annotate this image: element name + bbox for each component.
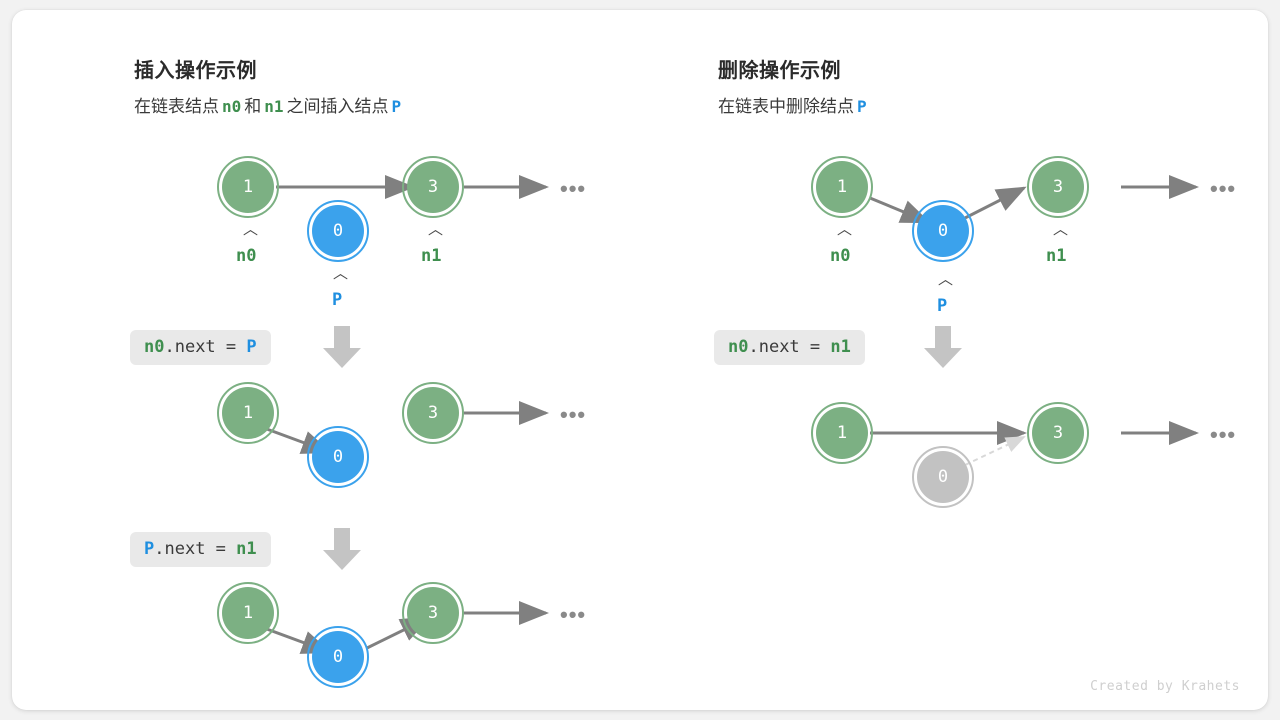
code-token-assign: .next = bbox=[748, 337, 831, 357]
caret-icon-n0: ︿ bbox=[837, 220, 853, 238]
subtitle-text-1: 在链表中删除结点 bbox=[718, 97, 854, 116]
node-value: 0 bbox=[937, 220, 949, 241]
code-chip-n0-next-n1: n0.next = n1 bbox=[714, 330, 865, 366]
code-token-p: P bbox=[144, 539, 155, 559]
code-token-n1: n1 bbox=[236, 539, 257, 559]
code-token-n1: n1 bbox=[830, 337, 851, 357]
delete-row-after: 1 0 3 ••• bbox=[706, 10, 1266, 710]
subtitle-text-3: 之间插入结点 bbox=[286, 97, 389, 116]
node-n0: 1 bbox=[217, 382, 279, 444]
node-value: 3 bbox=[427, 402, 439, 423]
caret-icon-p: ︿ bbox=[333, 264, 349, 282]
node-n1: 3 bbox=[402, 156, 464, 218]
node-p-deleted: 0 bbox=[912, 446, 974, 508]
ellipsis-more: ••• bbox=[560, 402, 587, 427]
insert-panel-title: 插入操作示例 bbox=[134, 60, 257, 82]
down-arrow-icon-3 bbox=[924, 326, 962, 368]
pointer-label-n1: n1 bbox=[1046, 246, 1067, 266]
node-p: 0 bbox=[307, 200, 369, 262]
node-value: 1 bbox=[836, 176, 848, 197]
subtitle-text-1: 在链表结点 bbox=[134, 97, 219, 116]
pointer-label-n1: n1 bbox=[421, 246, 442, 266]
delete-panel-title: 删除操作示例 bbox=[718, 60, 841, 82]
delete-row-initial: 1 ︿ n0 0 ︿ P 3 ︿ n1 ••• bbox=[706, 10, 1266, 710]
code-token-n0: n0 bbox=[144, 337, 165, 357]
subtitle-code-n0: n0 bbox=[222, 97, 242, 116]
credit-text: Created by Krahets bbox=[1090, 679, 1240, 694]
node-value: 3 bbox=[1052, 422, 1064, 443]
node-n1: 3 bbox=[1027, 402, 1089, 464]
node-value: 0 bbox=[332, 220, 344, 241]
pointer-label-n0: n0 bbox=[236, 246, 257, 266]
down-arrow-icon-1 bbox=[323, 326, 361, 368]
ellipsis-more: ••• bbox=[1210, 422, 1237, 447]
code-chip-n0-next-p: n0.next = P bbox=[130, 330, 271, 366]
subtitle-code-p: P bbox=[857, 97, 867, 116]
node-value: 0 bbox=[332, 646, 344, 667]
node-value: 3 bbox=[1052, 176, 1064, 197]
node-value: 0 bbox=[332, 446, 344, 467]
caret-icon-p: ︿ bbox=[938, 270, 954, 288]
code-token-assign: .next = bbox=[154, 539, 237, 559]
insert-row-initial: 1 ︿ n0 0 ︿ P 3 ︿ n1 ••• bbox=[116, 10, 716, 710]
ellipsis-more: ••• bbox=[1210, 176, 1237, 201]
node-p: 0 bbox=[307, 426, 369, 488]
caret-icon-n1: ︿ bbox=[1053, 220, 1069, 238]
down-arrow-icon-2 bbox=[323, 528, 361, 570]
node-n0: 1 bbox=[811, 156, 873, 218]
code-chip-p-next-n1: P.next = n1 bbox=[130, 532, 271, 568]
caret-icon-n0: ︿ bbox=[243, 220, 259, 238]
node-n0: 1 bbox=[217, 582, 279, 644]
pointer-label-p: P bbox=[332, 290, 343, 310]
node-value: 0 bbox=[937, 466, 949, 487]
code-token-p: P bbox=[246, 337, 257, 357]
insert-row-after-step1: 1 0 3 ••• bbox=[116, 10, 716, 710]
subtitle-text-2: 和 bbox=[244, 97, 262, 116]
subtitle-code-n1: n1 bbox=[264, 97, 284, 116]
node-p: 0 bbox=[307, 626, 369, 688]
subtitle-code-p: P bbox=[391, 97, 402, 116]
node-value: 1 bbox=[836, 422, 848, 443]
node-p: 0 bbox=[912, 200, 974, 262]
node-value: 3 bbox=[427, 176, 439, 197]
code-token-n0: n0 bbox=[728, 337, 749, 357]
node-n0: 1 bbox=[811, 402, 873, 464]
insert-row-after-step2: 1 0 3 ••• bbox=[116, 10, 716, 710]
node-value: 1 bbox=[242, 602, 254, 623]
node-value: 1 bbox=[242, 176, 254, 197]
node-n1: 3 bbox=[402, 382, 464, 444]
delete-connector-wires bbox=[869, 175, 1199, 466]
code-token-assign: .next = bbox=[164, 337, 247, 357]
node-value: 1 bbox=[242, 402, 254, 423]
node-n1: 3 bbox=[402, 582, 464, 644]
pointer-label-n0: n0 bbox=[830, 246, 851, 266]
node-n0: 1 bbox=[217, 156, 279, 218]
node-n1: 3 bbox=[1027, 156, 1089, 218]
pointer-label-p: P bbox=[937, 296, 948, 316]
caret-icon-n1: ︿ bbox=[428, 220, 444, 238]
ellipsis-more: ••• bbox=[560, 176, 587, 201]
node-value: 3 bbox=[427, 602, 439, 623]
ellipsis-more: ••• bbox=[560, 602, 587, 627]
